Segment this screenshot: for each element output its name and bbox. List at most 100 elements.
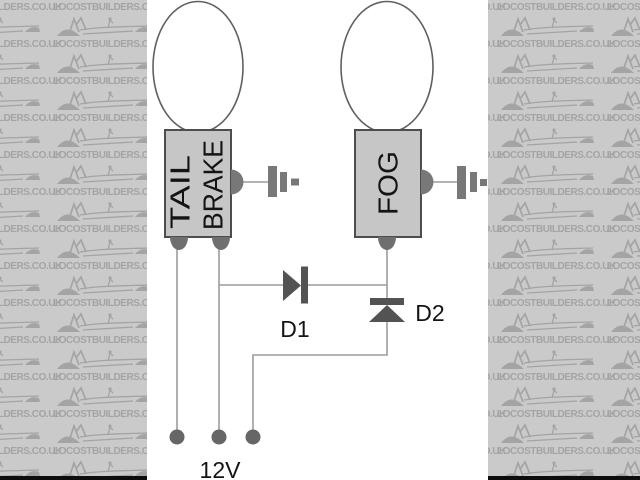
watermark-text: LOCOSTBUILDERS.CO.UK xyxy=(607,372,640,383)
watermark-text: LOCOSTBUILDERS.CO.UK xyxy=(53,261,147,272)
watermark-row: LOCOSTBUILDERS.CO.UKLOCOSTBUILDERS.CO.UK… xyxy=(488,385,640,422)
watermark-text: LOCOSTBUILDERS.CO.UK xyxy=(0,150,62,161)
watermark-text: LOCOSTBUILDERS.CO.UK xyxy=(607,409,640,420)
tail-brake-bulb-glass xyxy=(152,0,244,134)
watermark-text: LOCOSTBUILDERS.CO.UK xyxy=(0,298,62,309)
watermark-text: LOCOSTBUILDERS.CO.UK xyxy=(488,150,506,161)
watermark-tile: LOCOSTBUILDERS.CO.UK xyxy=(53,237,147,274)
watermark-text: LOCOSTBUILDERS.CO.UK xyxy=(607,113,640,124)
watermark-tile: LOCOSTBUILDERS.CO.UK xyxy=(497,237,616,274)
watermark-tile: LOCOSTBUILDERS.CO.UK xyxy=(488,126,506,163)
fog-holder-pin xyxy=(470,172,477,192)
locost-car-icon xyxy=(501,127,594,147)
watermark-tile: LOCOSTBUILDERS.CO.UK xyxy=(607,348,640,385)
watermark-tile: LOCOSTBUILDERS.CO.UK xyxy=(0,237,62,274)
locost-car-icon xyxy=(0,128,40,145)
watermark-text: LOCOSTBUILDERS.CO.UK xyxy=(53,224,147,235)
locost-car-icon xyxy=(611,349,640,369)
watermark-text: LOCOSTBUILDERS.CO.UK xyxy=(53,372,147,383)
watermark-tile: LOCOSTBUILDERS.CO.UK xyxy=(607,0,640,15)
locost-car-icon xyxy=(57,349,147,369)
watermark-text: LOCOSTBUILDERS.CO.UK xyxy=(0,39,62,50)
diode-d1-triangle xyxy=(283,270,301,301)
circuit-diagram: D1 D2 TAIL BRAKE xyxy=(147,0,488,480)
watermark-tile: LOCOSTBUILDERS.CO.UK xyxy=(0,89,62,126)
watermark-row: LOCOSTBUILDERS.CO.UKLOCOSTBUILDERS.CO.UK… xyxy=(488,237,640,274)
supply-dot-2 xyxy=(211,429,227,445)
watermark-tile: LOCOSTBUILDERS.CO.UK xyxy=(488,163,506,200)
watermark-row: LOCOSTBUILDERS.CO.UKLOCOSTBUILDERS.CO.UK… xyxy=(0,237,147,274)
locost-car-icon xyxy=(57,201,147,221)
diode-d1-cathode-bar xyxy=(301,266,308,304)
locost-car-icon xyxy=(501,53,594,73)
watermark-text: LOCOSTBUILDERS.CO.UK xyxy=(0,76,62,87)
watermark-text: LOCOSTBUILDERS.CO.UK xyxy=(0,335,62,346)
watermark-tile: LOCOSTBUILDERS.CO.UK xyxy=(497,385,616,422)
watermark-row: LOCOSTBUILDERS.CO.UKLOCOSTBUILDERS.CO.UK… xyxy=(0,52,147,89)
locost-car-icon xyxy=(57,90,147,110)
locost-car-icon xyxy=(57,423,147,443)
watermark-row: LOCOSTBUILDERS.CO.UKLOCOSTBUILDERS.CO.UK… xyxy=(0,0,147,15)
watermark-tile: LOCOSTBUILDERS.CO.UK xyxy=(607,89,640,126)
watermark-tile: LOCOSTBUILDERS.CO.UK xyxy=(53,422,147,459)
watermark-tile: LOCOSTBUILDERS.CO.UK xyxy=(488,274,506,311)
locost-car-icon xyxy=(611,238,640,258)
watermark-tile: LOCOSTBUILDERS.CO.UK xyxy=(53,0,147,15)
watermark-text: LOCOSTBUILDERS.CO.UK xyxy=(607,224,640,235)
supply-voltage-label: 12V xyxy=(200,457,242,480)
watermark-tile: LOCOSTBUILDERS.CO.UK xyxy=(488,0,506,15)
watermark-text: LOCOSTBUILDERS.CO.UK xyxy=(53,2,147,13)
watermark-text: LOCOSTBUILDERS.CO.UK xyxy=(607,39,640,50)
locost-car-icon xyxy=(0,202,40,219)
locost-car-icon xyxy=(57,127,147,147)
watermark-text: LOCOSTBUILDERS.CO.UK xyxy=(53,446,147,457)
locost-car-icon xyxy=(501,238,594,258)
watermark-tile: LOCOSTBUILDERS.CO.UK xyxy=(0,163,62,200)
watermark-tile: LOCOSTBUILDERS.CO.UK xyxy=(497,15,616,52)
watermark-tile: LOCOSTBUILDERS.CO.UK xyxy=(488,385,506,422)
fog-holder-tip xyxy=(480,179,487,186)
locost-car-icon xyxy=(501,275,594,295)
locost-car-icon xyxy=(501,164,594,184)
locost-car-icon xyxy=(0,424,40,441)
watermark-tile: LOCOSTBUILDERS.CO.UK xyxy=(497,52,616,89)
locost-car-icon xyxy=(501,90,594,110)
watermark-tile: LOCOSTBUILDERS.CO.UK xyxy=(0,52,62,89)
watermark-text: LOCOSTBUILDERS.CO.UK xyxy=(497,150,616,161)
watermark-text: LOCOSTBUILDERS.CO.UK xyxy=(0,372,62,383)
circuit-diagram-svg: D1 D2 TAIL BRAKE xyxy=(152,0,487,480)
fog-bulb-glass xyxy=(340,0,434,134)
watermark-row: LOCOSTBUILDERS.CO.UKLOCOSTBUILDERS.CO.UK… xyxy=(0,163,147,200)
locost-car-icon xyxy=(0,313,40,330)
watermark-text: LOCOSTBUILDERS.CO.UK xyxy=(607,335,640,346)
watermark-row: LOCOSTBUILDERS.CO.UKLOCOSTBUILDERS.CO.UK… xyxy=(488,15,640,52)
watermark-tile: LOCOSTBUILDERS.CO.UK xyxy=(497,422,616,459)
watermark-tile: LOCOSTBUILDERS.CO.UK xyxy=(488,237,506,274)
watermark-text: LOCOSTBUILDERS.CO.UK xyxy=(497,261,616,272)
watermark-text: LOCOSTBUILDERS.CO.UK xyxy=(497,335,616,346)
watermark-tile: LOCOSTBUILDERS.CO.UK xyxy=(488,422,506,459)
watermark-text: LOCOSTBUILDERS.CO.UK xyxy=(497,113,616,124)
watermark-tile: LOCOSTBUILDERS.CO.UK xyxy=(53,274,147,311)
locost-car-icon xyxy=(611,164,640,184)
locost-car-icon xyxy=(611,312,640,332)
watermark-text: LOCOSTBUILDERS.CO.UK xyxy=(0,261,62,272)
watermark-tile: LOCOSTBUILDERS.CO.UK xyxy=(607,422,640,459)
watermark-row: LOCOSTBUILDERS.CO.UKLOCOSTBUILDERS.CO.UK… xyxy=(488,311,640,348)
locost-car-icon xyxy=(57,386,147,406)
watermark-text: LOCOSTBUILDERS.CO.UK xyxy=(607,150,640,161)
watermark-tile: LOCOSTBUILDERS.CO.UK xyxy=(488,311,506,348)
watermark-row: LOCOSTBUILDERS.CO.UKLOCOSTBUILDERS.CO.UK… xyxy=(0,200,147,237)
watermark-text: LOCOSTBUILDERS.CO.UK xyxy=(0,113,62,124)
locost-car-icon xyxy=(0,461,40,478)
watermark-row: LOCOSTBUILDERS.CO.UKLOCOSTBUILDERS.CO.UK… xyxy=(488,200,640,237)
watermark-text: LOCOSTBUILDERS.CO.UK xyxy=(488,187,506,198)
watermark-tile: LOCOSTBUILDERS.CO.UK xyxy=(488,52,506,89)
watermark-tile: LOCOSTBUILDERS.CO.UK xyxy=(497,311,616,348)
diode-d1-symbol xyxy=(283,266,308,304)
watermark-tile: LOCOSTBUILDERS.CO.UK xyxy=(497,89,616,126)
watermark-tile: LOCOSTBUILDERS.CO.UK xyxy=(0,274,62,311)
watermark-strip-right: LOCOSTBUILDERS.CO.UKLOCOSTBUILDERS.CO.UK… xyxy=(488,0,640,480)
watermark-text: LOCOSTBUILDERS.CO.UK xyxy=(0,224,62,235)
watermark-text: LOCOSTBUILDERS.CO.UK xyxy=(488,113,506,124)
